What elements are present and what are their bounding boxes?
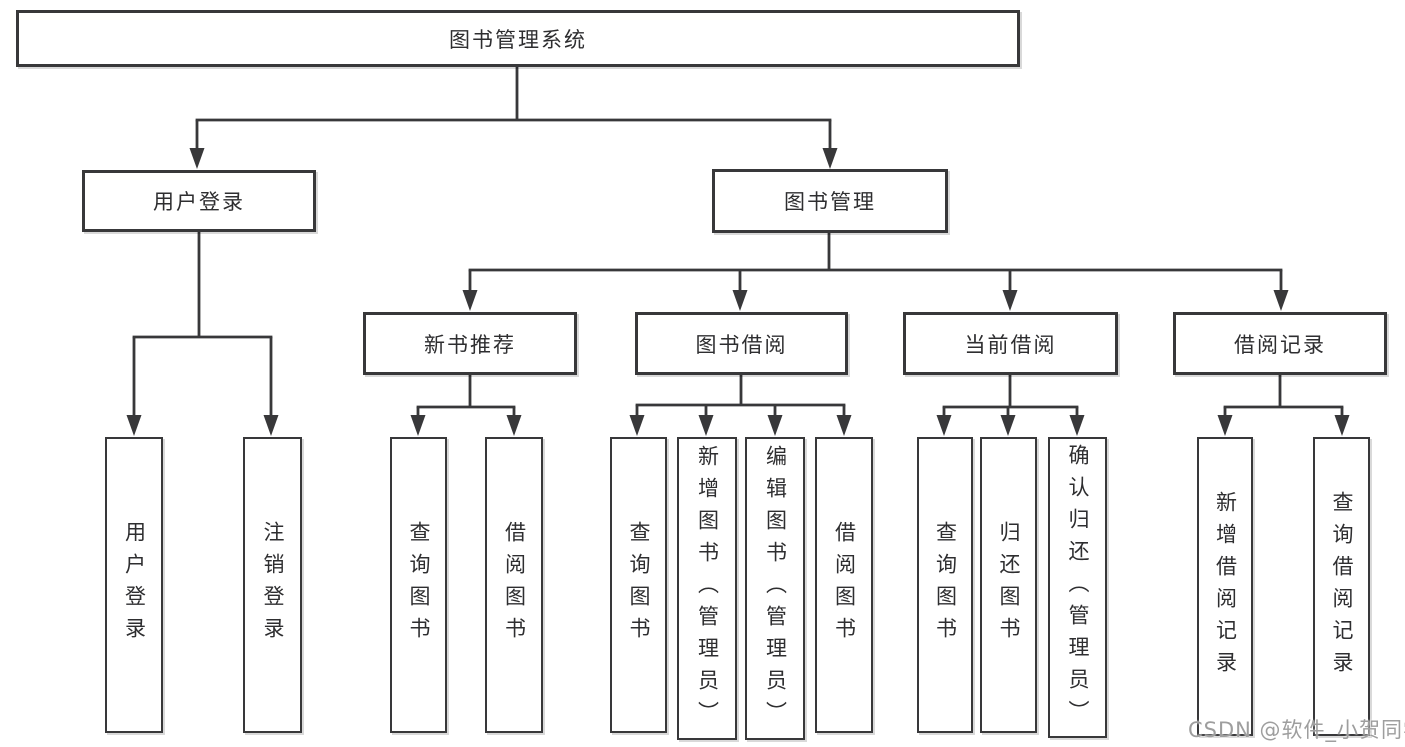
leaf-logout-label: 注销登录: [261, 521, 285, 649]
node-user-login: 用户登录: [82, 170, 316, 232]
leaf-add-books-admin-label: 新增图书（管理员）: [695, 444, 720, 733]
node-new-book-recommend-label: 新书推荐: [424, 332, 516, 357]
leaf-borrow-books-borrow-label: 借阅图书: [832, 521, 857, 649]
leaf-add-borrow-record: 新增借阅记录: [1197, 437, 1253, 736]
leaf-borrow-books-recommend: 借阅图书: [485, 437, 543, 733]
leaf-query-books-borrow-label: 查询图书: [627, 521, 651, 649]
node-book-management: 图书管理: [712, 169, 948, 233]
leaf-borrow-books-recommend-label: 借阅图书: [502, 521, 527, 649]
leaf-query-books-current-label: 查询图书: [933, 521, 958, 649]
node-system-root: 图书管理系统: [16, 10, 1020, 67]
node-borrow-records: 借阅记录: [1173, 312, 1387, 375]
node-user-login-label: 用户登录: [153, 190, 245, 214]
node-current-borrow: 当前借阅: [903, 312, 1118, 375]
leaf-query-books-borrow: 查询图书: [610, 437, 667, 733]
leaf-query-borrow-record: 查询借阅记录: [1313, 437, 1370, 736]
leaf-query-books-current: 查询图书: [917, 437, 973, 733]
leaf-borrow-books-borrow: 借阅图书: [815, 437, 873, 733]
node-borrow-records-label: 借阅记录: [1234, 332, 1326, 357]
leaf-query-books-recommend: 查询图书: [390, 437, 447, 733]
node-new-book-recommend: 新书推荐: [363, 312, 577, 375]
leaf-user-login-label: 用户登录: [122, 521, 147, 649]
leaf-confirm-return-admin: 确认归还（管理员）: [1048, 437, 1107, 738]
leaf-edit-books-admin-label: 编辑图书（管理员）: [763, 444, 788, 733]
node-system-root-label: 图书管理系统: [449, 27, 587, 52]
leaf-query-borrow-record-label: 查询借阅记录: [1330, 490, 1354, 683]
leaf-user-login: 用户登录: [105, 437, 163, 733]
leaf-edit-books-admin: 编辑图书（管理员）: [745, 437, 805, 740]
node-current-borrow-label: 当前借阅: [964, 332, 1057, 357]
leaf-confirm-return-admin-label: 确认归还（管理员）: [1066, 443, 1090, 732]
node-book-management-label: 图书管理: [784, 190, 876, 214]
leaf-add-borrow-record-label: 新增借阅记录: [1213, 490, 1238, 683]
node-book-borrow-label: 图书借阅: [695, 332, 788, 357]
watermark: CSDN @软件_小贺同学: [1188, 718, 1405, 742]
leaf-return-books: 归还图书: [980, 437, 1037, 733]
leaf-query-books-recommend-label: 查询图书: [407, 521, 431, 649]
node-book-borrow: 图书借阅: [635, 312, 848, 375]
leaf-add-books-admin: 新增图书（管理员）: [677, 437, 737, 740]
leaf-return-books-label: 归还图书: [997, 521, 1021, 649]
leaf-logout: 注销登录: [243, 437, 302, 733]
